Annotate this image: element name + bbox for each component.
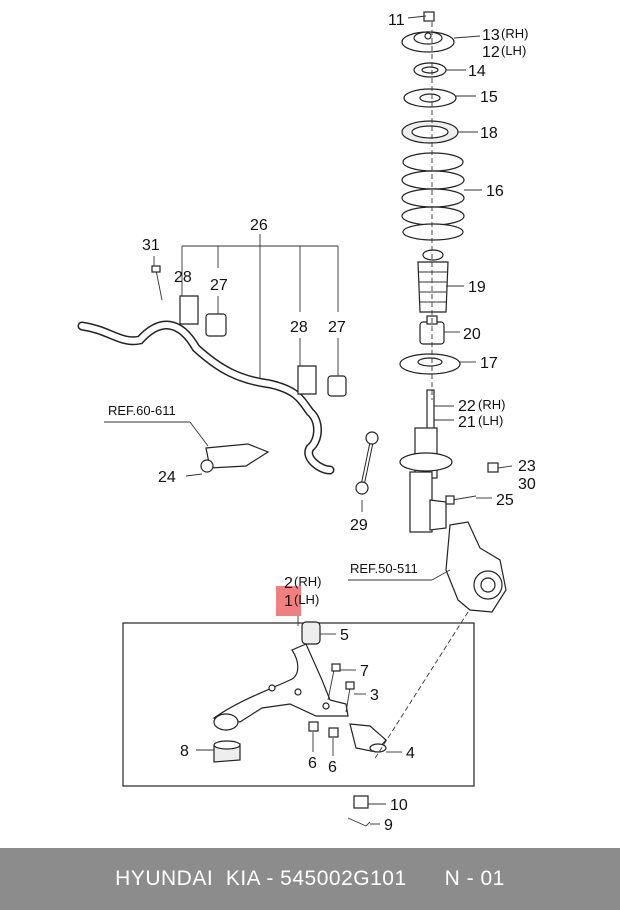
leader-lines <box>104 15 513 825</box>
callout-6b: 6 <box>328 759 337 776</box>
parts-diagram: 11 13 (RH) 12 (LH) 14 15 18 16 26 31 28 … <box>77 11 536 834</box>
callout-28a: 28 <box>174 269 192 286</box>
callout-11: 11 <box>388 12 405 29</box>
coil-spring <box>401 152 465 241</box>
callout-1: 1 <box>284 593 293 610</box>
callout-21-side: (LH) <box>478 413 503 428</box>
callout-12: 12 <box>482 44 500 61</box>
callout-5: 5 <box>340 627 349 644</box>
callout-27a: 27 <box>210 277 228 294</box>
callout-31: 31 <box>142 237 160 254</box>
callout-21: 21 <box>458 414 476 431</box>
castle-nut <box>353 795 369 809</box>
arm-nut-left <box>308 721 319 732</box>
strut-assembly <box>399 389 453 533</box>
bracket-bolt <box>151 265 163 301</box>
callout-4: 4 <box>406 745 415 762</box>
callout-1-side: (LH) <box>294 592 319 607</box>
callout-8: 8 <box>180 743 189 760</box>
lower-arm-bushing-rear <box>213 713 241 763</box>
ref-stabilizer: REF.60-611 <box>108 403 176 418</box>
split-pin <box>347 817 371 827</box>
callout-30: 30 <box>518 476 536 493</box>
callout-26: 26 <box>250 217 268 234</box>
stabilizer-bracket-right <box>297 365 317 395</box>
strut-nut <box>487 462 499 473</box>
ball-joint <box>349 723 387 753</box>
callout-15: 15 <box>480 89 498 106</box>
callout-24: 24 <box>158 469 176 486</box>
strut-mount-insulator <box>401 31 455 53</box>
callout-22-side: (RH) <box>478 397 505 412</box>
stabilizer-bracket-left <box>179 295 199 325</box>
callout-23: 23 <box>518 458 536 475</box>
ball-joint-bolt <box>345 681 355 713</box>
callout-18: 18 <box>480 125 498 142</box>
lower-arm-bushing-front <box>301 621 321 645</box>
steering-knuckle <box>445 521 507 613</box>
spring-pad <box>401 120 459 144</box>
strut-bolt <box>445 495 477 505</box>
callout-14: 14 <box>468 63 486 80</box>
assembly-line <box>373 611 469 761</box>
highlight-marker <box>276 586 301 616</box>
callout-27b: 27 <box>328 319 346 336</box>
callout-22: 22 <box>458 398 476 415</box>
footer-text: HYUNDAI KIA - 545002G101 N - 01 <box>115 867 505 890</box>
callout-10: 10 <box>390 797 408 814</box>
footer-bar: HYUNDAI KIA - 545002G101 N - 01 <box>0 848 620 910</box>
callout-28b: 28 <box>290 319 308 336</box>
callout-2-side: (RH) <box>294 574 321 589</box>
lower-arm-group-box <box>122 622 475 787</box>
stabilizer-bar <box>77 320 335 475</box>
callout-3: 3 <box>370 687 379 704</box>
stabilizer-bushing-right <box>327 375 347 397</box>
stabilizer-bushing-left <box>205 313 227 337</box>
callout-6a: 6 <box>308 755 317 772</box>
callout-25: 25 <box>496 492 514 509</box>
callout-13: 13 <box>482 27 500 44</box>
stabilizer-link-bracket <box>200 443 270 473</box>
callout-13-side: (RH) <box>501 26 528 41</box>
stabilizer-link <box>355 431 379 495</box>
ref-knuckle: REF.50-511 <box>350 561 418 576</box>
spring-seat-lower <box>399 353 461 375</box>
callout-7: 7 <box>360 663 369 680</box>
callout-19: 19 <box>468 279 486 296</box>
bearing <box>413 62 447 78</box>
callout-16: 16 <box>486 183 504 200</box>
arm-nut-right <box>328 727 339 738</box>
callout-20: 20 <box>463 326 481 343</box>
callout-12-side: (LH) <box>501 43 526 58</box>
lower-control-arm <box>212 643 349 723</box>
spring-seat-upper <box>403 88 457 108</box>
callout-9: 9 <box>384 817 393 834</box>
dust-cover <box>417 249 449 313</box>
callout-29: 29 <box>350 517 368 534</box>
arm-bolt <box>327 663 341 701</box>
callout-2: 2 <box>284 575 293 592</box>
callout-17: 17 <box>480 355 498 372</box>
